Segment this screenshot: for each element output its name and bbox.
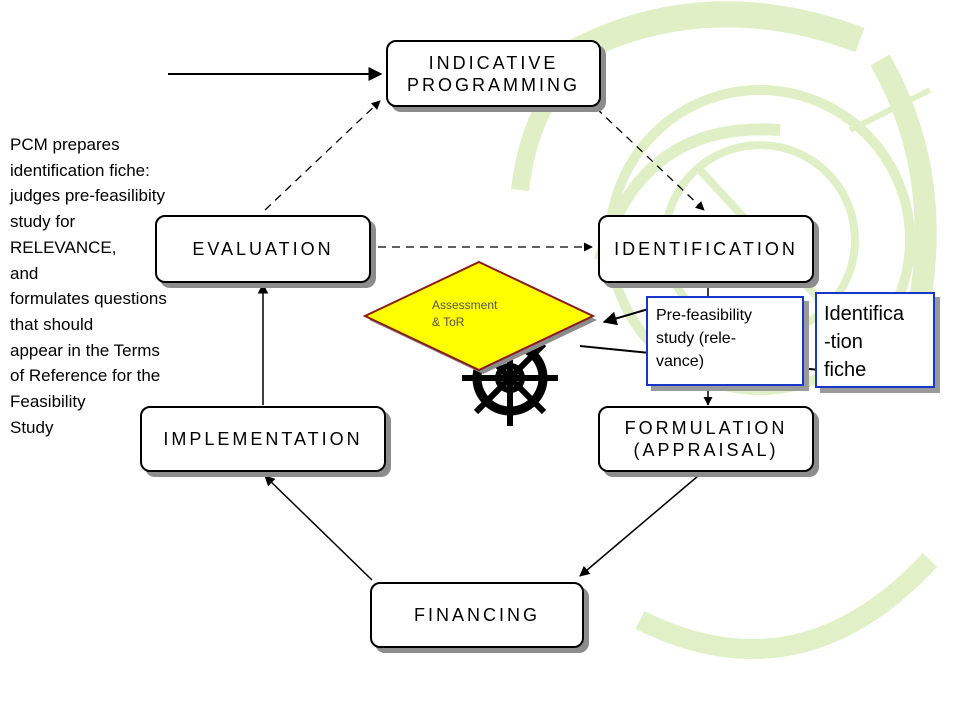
pcm-note-line: judges pre-feasilibity xyxy=(10,186,165,206)
implementation-box: IMPLEMENTATION xyxy=(140,406,386,472)
prefeasibility-line1: Pre-feasibility xyxy=(656,307,753,324)
pcm-note-line: RELEVANCE, xyxy=(10,237,117,257)
fiche-line2: -tion xyxy=(824,331,863,353)
implementation-label: IMPLEMENTATION xyxy=(163,429,363,449)
arrow-indicative-to-identification xyxy=(595,107,705,211)
arrow-formulation-to-financing xyxy=(579,475,699,577)
identification-fiche-document: Identifica -tion fiche xyxy=(815,292,935,388)
pcm-note-line: study for xyxy=(10,212,76,232)
pcm-note: PCM prepares identification fiche: judge… xyxy=(10,132,220,440)
financing-box: FINANCING xyxy=(370,582,584,648)
diamond-label-line2: & ToR xyxy=(432,315,465,329)
arrow-financing-to-implementation xyxy=(264,475,373,581)
formulation-label-line1: FORMULATION xyxy=(624,418,788,438)
pcm-note-line: that should xyxy=(10,314,94,334)
prefeasibility-line3: vance) xyxy=(656,353,705,370)
arrow-prefeasibility-to-diamond xyxy=(602,307,653,326)
identification-label: IDENTIFICATION xyxy=(614,239,798,259)
diamond-label-line1: Assessment xyxy=(432,298,498,312)
evaluation-box: EVALUATION xyxy=(155,215,371,283)
pcm-note-line: of Reference for the xyxy=(10,366,161,386)
financing-label: FINANCING xyxy=(414,605,540,625)
prefeasibility-document: Pre-feasibility study (rele- vance) xyxy=(646,296,804,386)
indicative-programming-box: INDICATIVE PROGRAMMING xyxy=(386,40,601,107)
pcm-note-line: Feasibility xyxy=(10,392,86,412)
evaluation-label: EVALUATION xyxy=(192,239,334,259)
pcm-note-line: appear in the Terms xyxy=(10,340,160,360)
pcm-note-line: PCM prepares xyxy=(10,135,120,154)
arrow-evaluation-to-indicative xyxy=(264,100,381,211)
identification-box: IDENTIFICATION xyxy=(598,215,814,283)
pcm-note-line: and xyxy=(10,263,39,283)
formulation-box: FORMULATION (APPRAISAL) xyxy=(598,406,814,472)
pcm-note-line: identification fiche: xyxy=(10,160,150,180)
pcm-note-line: formulates questions xyxy=(10,289,167,309)
fiche-line3: fiche xyxy=(824,359,867,381)
fiche-line1: Identifica xyxy=(824,303,905,325)
pcm-note-line: Study xyxy=(10,417,54,437)
prefeasibility-line2: study (rele- xyxy=(656,330,737,347)
assessment-diamond xyxy=(362,260,596,372)
formulation-label-line2: (APPRAISAL) xyxy=(633,440,779,460)
indicative-label-line2: PROGRAMMING xyxy=(406,74,580,95)
indicative-label-line1: INDICATIVE xyxy=(428,52,559,73)
